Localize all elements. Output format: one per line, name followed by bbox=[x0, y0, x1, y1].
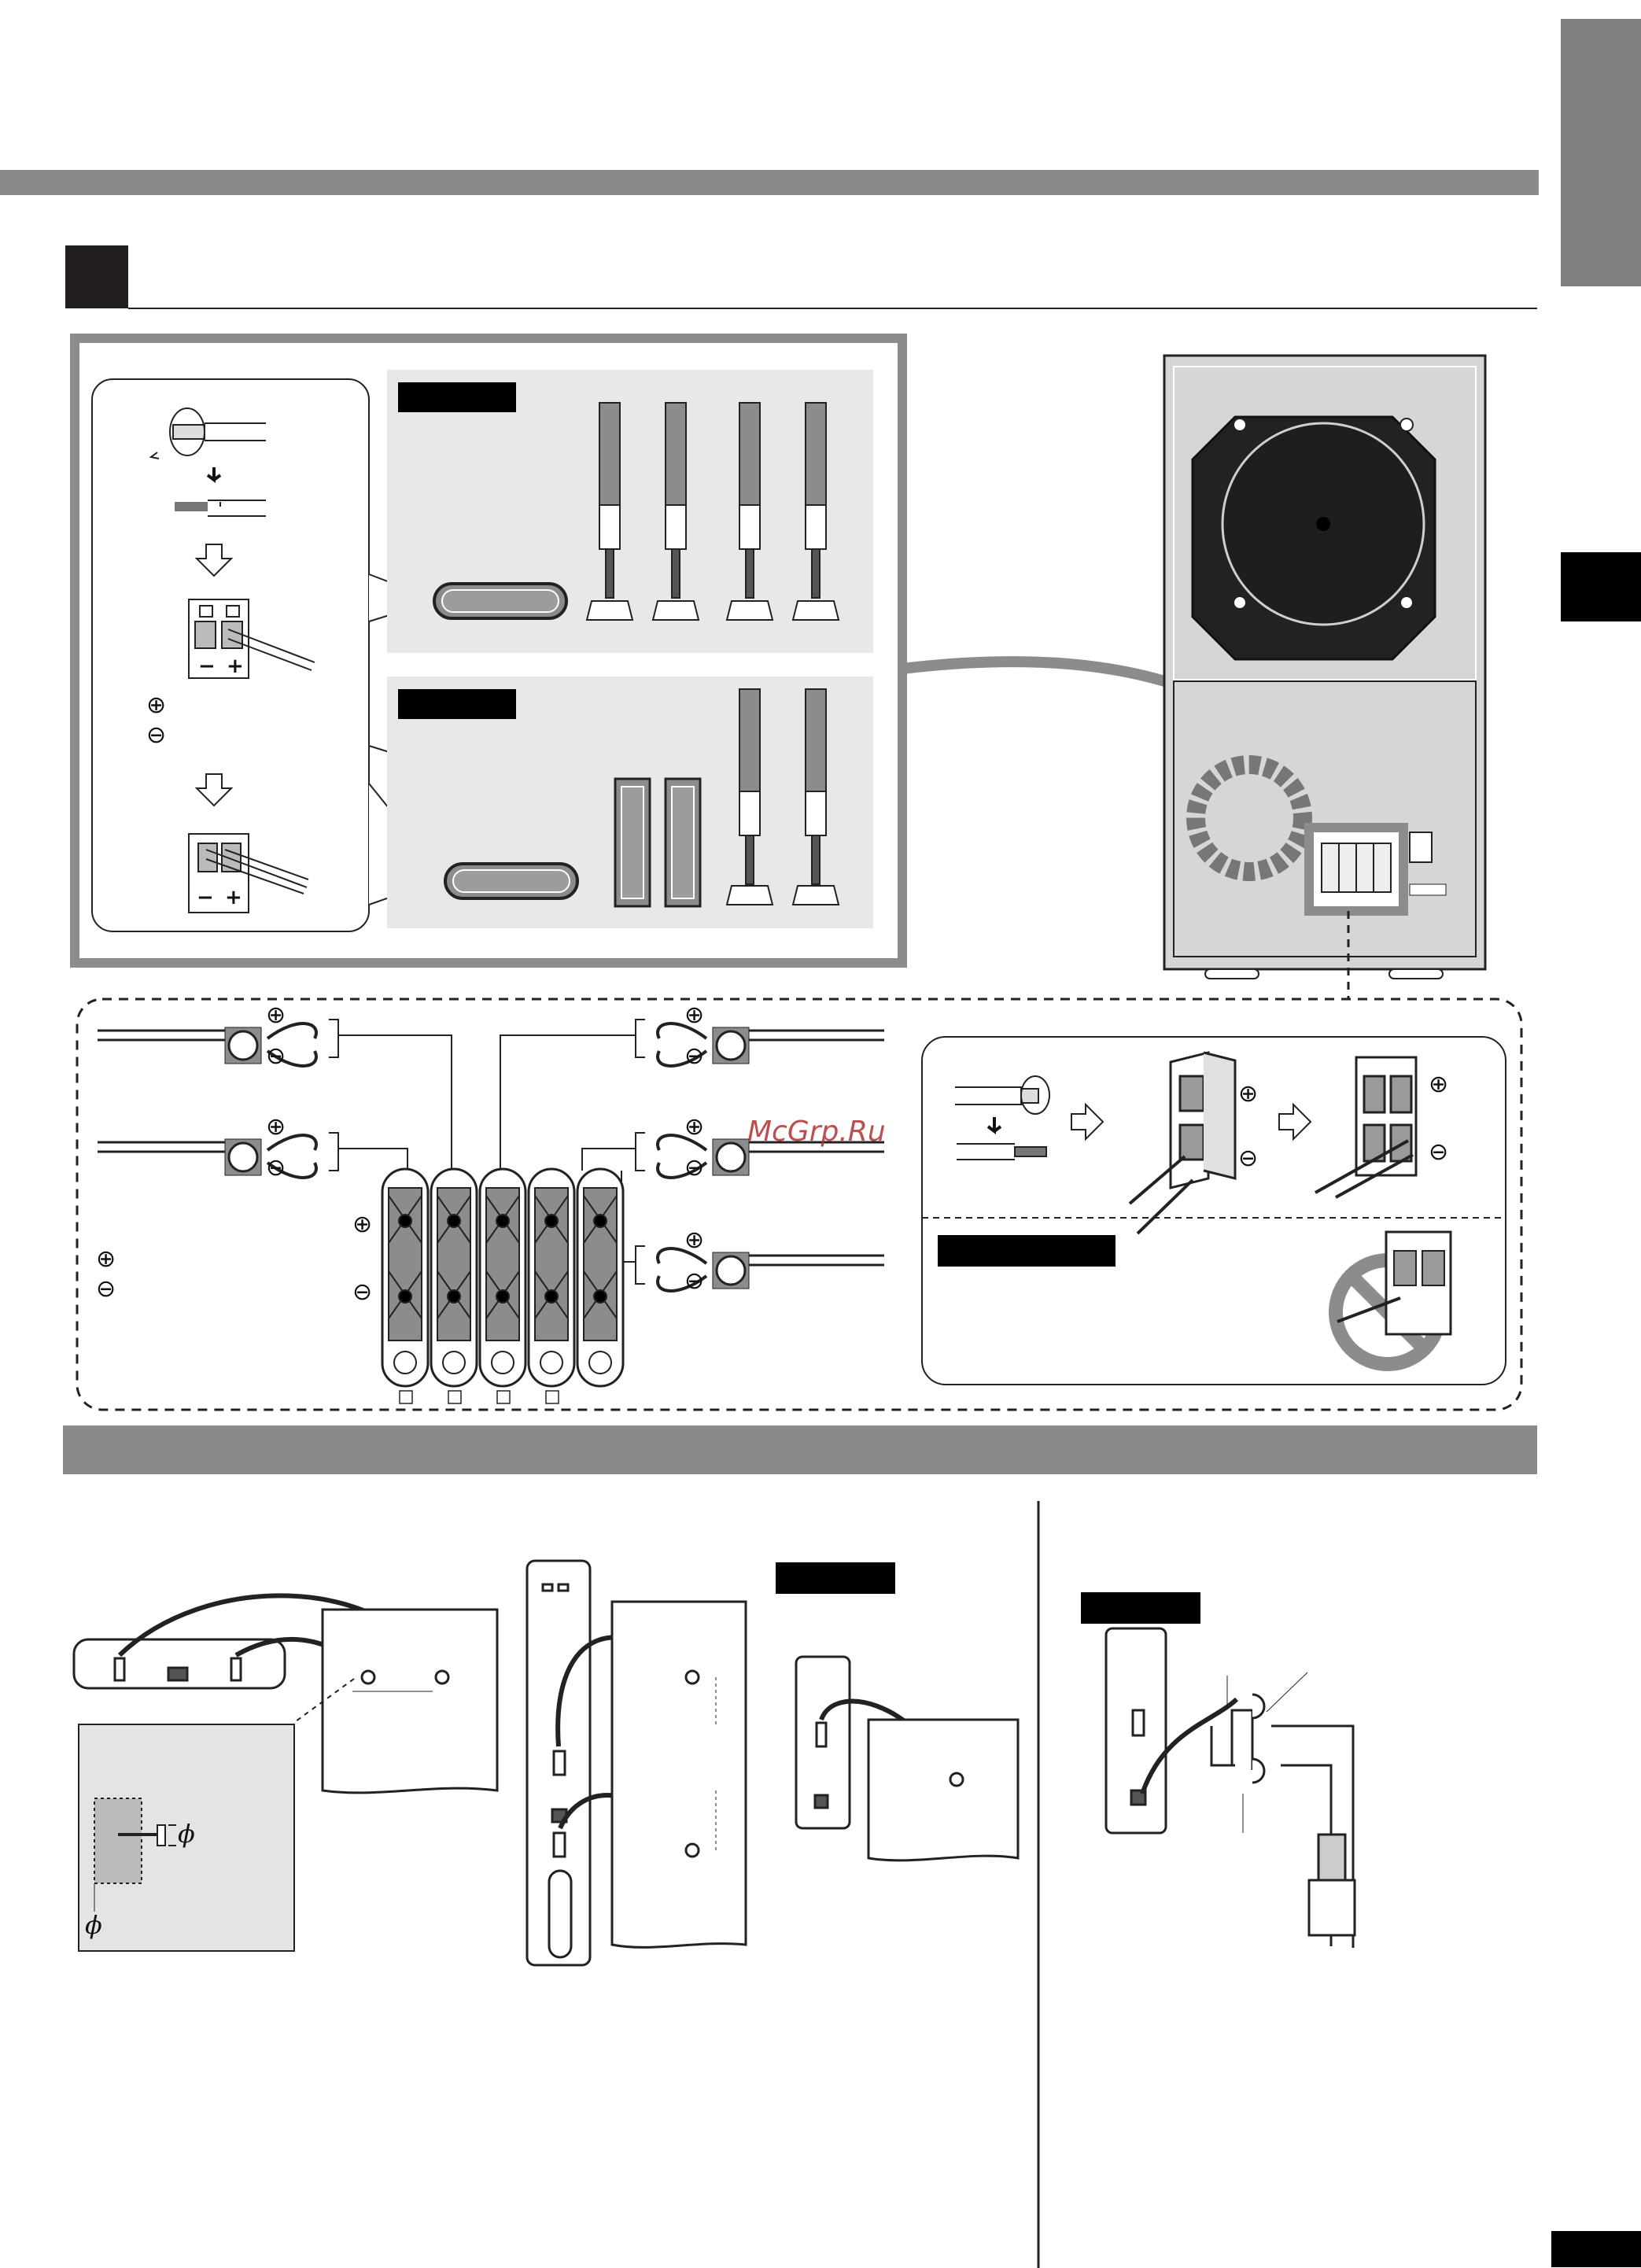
cable-left-2 bbox=[98, 1132, 339, 1179]
surround-speaker-mount bbox=[795, 1655, 1020, 1862]
watermark: McGrp.Ru bbox=[747, 1116, 886, 1148]
step-number-box bbox=[65, 245, 128, 308]
plate1-minus: − bbox=[198, 655, 216, 678]
hollow-arrow-2 bbox=[194, 773, 234, 807]
stripped-wire bbox=[175, 500, 266, 517]
woofer-dustcap bbox=[1316, 517, 1330, 531]
prohibited-icon bbox=[1329, 1230, 1452, 1371]
procedure-wire-twist bbox=[955, 1075, 1050, 1160]
side-tab-section bbox=[1561, 552, 1641, 621]
hollow-arrow-1 bbox=[194, 544, 234, 577]
procedure-terminal-1 bbox=[1128, 1051, 1237, 1235]
center-speaker-2-grille bbox=[452, 869, 570, 893]
terminal-block-5ch-detail bbox=[388, 1187, 618, 1374]
channel-tabs bbox=[399, 1390, 559, 1404]
plus-symbol-proc-1: ⊕ bbox=[1238, 1080, 1259, 1108]
terminal-block-sub bbox=[1321, 843, 1392, 893]
caution-label bbox=[938, 1235, 1116, 1267]
wire-twist-step bbox=[149, 408, 266, 507]
minus-symbol-left-2: ⊖ bbox=[266, 1154, 286, 1182]
minus-symbol-block: ⊖ bbox=[352, 1278, 373, 1306]
plus-symbol-block: ⊕ bbox=[352, 1211, 373, 1238]
subwoofer-feet bbox=[1204, 968, 1444, 979]
terminal-plate-1 bbox=[188, 599, 315, 679]
center-speaker-1-grille bbox=[441, 589, 559, 613]
plus-symbol-right-3: ⊕ bbox=[684, 1226, 705, 1254]
cable-right-2 bbox=[635, 1132, 884, 1179]
side-tab-top bbox=[1561, 19, 1641, 286]
minus-symbol-legend: ⊖ bbox=[96, 1275, 116, 1303]
plate2-plus: + bbox=[225, 886, 242, 909]
speaker-set-1-label bbox=[398, 382, 516, 412]
plus-symbol-right-1: ⊕ bbox=[684, 1001, 705, 1029]
plus-symbol-left-2: ⊕ bbox=[266, 1113, 286, 1141]
minus-symbol-left-1: ⊖ bbox=[266, 1042, 286, 1070]
procedure-arrow-down bbox=[986, 1117, 1002, 1134]
tall-speakers-2 bbox=[725, 688, 840, 905]
page-number-box bbox=[1551, 2231, 1641, 2267]
cable-right-3 bbox=[635, 1245, 884, 1293]
minus-symbol-proc-2: ⊖ bbox=[1429, 1138, 1449, 1166]
procedure-hollow-arrow-1 bbox=[1071, 1102, 1104, 1141]
cable-left-1 bbox=[98, 1019, 339, 1068]
plus-symbol-right-2: ⊕ bbox=[684, 1113, 705, 1141]
diameter-symbol-hole: ϕ bbox=[85, 1910, 102, 1940]
surround-mount-label bbox=[776, 1562, 895, 1594]
tall-speaker-mount bbox=[525, 1559, 747, 1967]
plate2-minus: − bbox=[197, 886, 214, 909]
minus-symbol-prep: ⊖ bbox=[146, 721, 167, 749]
diameter-symbol-screw-head: ϕ bbox=[178, 1819, 195, 1849]
center-speaker-mount bbox=[72, 1593, 499, 1794]
plus-symbol-prep: ⊕ bbox=[146, 691, 167, 719]
cable-right-1 bbox=[635, 1019, 884, 1068]
procedure-terminal-2 bbox=[1315, 1056, 1418, 1199]
surround-speakers bbox=[614, 777, 702, 908]
bracket-mount-label bbox=[1081, 1592, 1200, 1624]
terminal-plate-2 bbox=[188, 833, 309, 913]
bracket-speaker-mount bbox=[1104, 1627, 1356, 1948]
minus-symbol-proc-1: ⊖ bbox=[1238, 1145, 1259, 1172]
procedure-hollow-arrow-2 bbox=[1278, 1102, 1312, 1141]
minus-symbol-right-2: ⊖ bbox=[684, 1154, 705, 1182]
bass-port bbox=[1186, 755, 1312, 881]
speaker-set-2-label bbox=[398, 689, 516, 719]
screw-detail bbox=[94, 1798, 176, 1912]
plus-symbol-legend: ⊕ bbox=[96, 1245, 116, 1273]
woofer-screws bbox=[1233, 418, 1414, 610]
section2-header-bar bbox=[63, 1425, 1537, 1474]
minus-symbol-right-1: ⊖ bbox=[684, 1042, 705, 1070]
minus-symbol-right-3: ⊖ bbox=[684, 1267, 705, 1295]
header-bar bbox=[0, 170, 1539, 195]
tall-speakers-1 bbox=[585, 402, 840, 621]
ac-inlet bbox=[1409, 832, 1433, 863]
spec-label bbox=[1409, 883, 1447, 896]
plate1-plus: + bbox=[227, 655, 244, 678]
plus-symbol-proc-2: ⊕ bbox=[1429, 1071, 1449, 1098]
arrow-down-small-1 bbox=[206, 467, 222, 483]
plus-symbol-left-1: ⊕ bbox=[266, 1001, 286, 1029]
dashed-detail-area bbox=[76, 998, 1523, 1411]
